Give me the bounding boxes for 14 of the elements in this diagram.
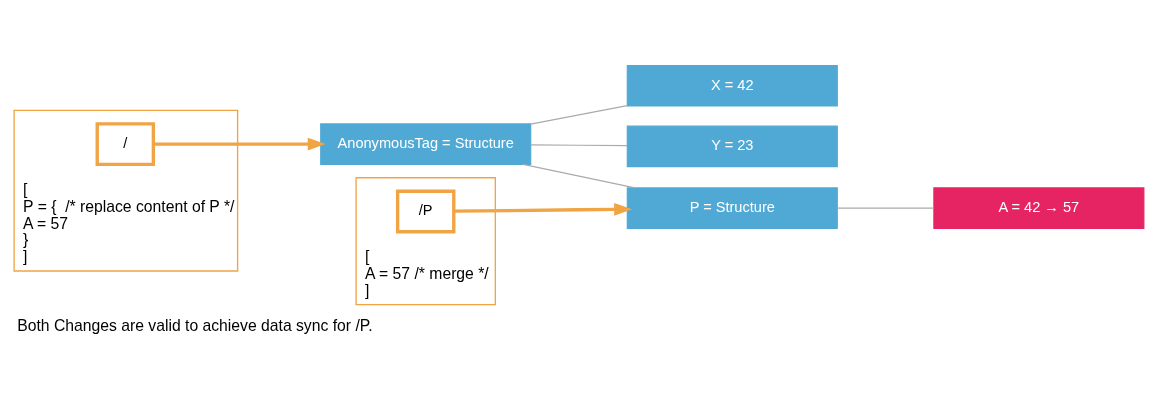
node-box: Y = 23 xyxy=(626,125,838,168)
node-box: AnonymousTag = Structure xyxy=(320,123,532,165)
node-box: A = 42 → 57 xyxy=(933,187,1145,229)
node-box: / xyxy=(95,122,156,166)
connector xyxy=(530,144,628,147)
arrow xyxy=(453,203,633,216)
node-box: /P xyxy=(395,189,456,234)
connector xyxy=(530,105,628,125)
connector xyxy=(522,163,636,189)
node-box: P = Structure xyxy=(626,187,838,229)
node-box: X = 42 xyxy=(626,64,838,107)
connector xyxy=(836,207,935,209)
arrow xyxy=(153,137,326,151)
caption: Both Changes are valid to achieve data sync for /P. xyxy=(17,316,373,334)
